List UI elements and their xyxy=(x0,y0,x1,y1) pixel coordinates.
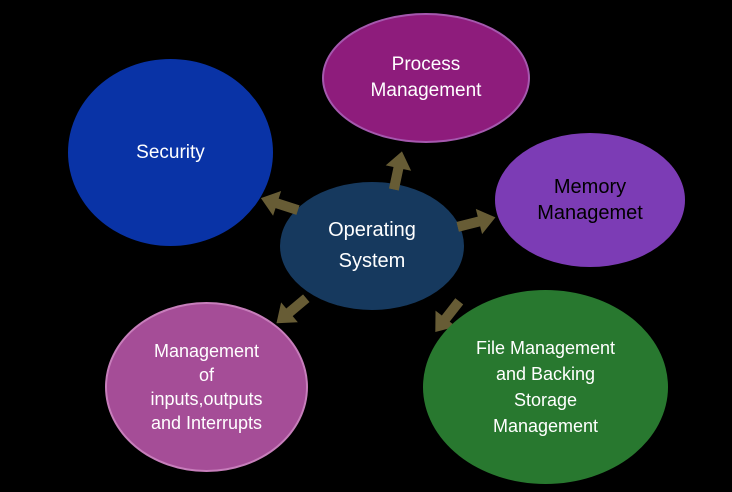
node-io-interrupt-management-label: Management of inputs,outputs and Interru… xyxy=(107,339,306,435)
label-line: Memory xyxy=(553,176,627,198)
label-line: Operating xyxy=(328,219,416,241)
arrow-lower-left-icon xyxy=(276,294,310,324)
node-memory-management: Memory Managemet xyxy=(495,133,685,267)
label-line: Security xyxy=(136,142,205,163)
arrow-right-icon xyxy=(456,208,496,235)
arrow-upper-left-icon xyxy=(260,191,300,216)
label-line: and Interrupts xyxy=(150,413,263,433)
label-line: and Backing xyxy=(495,364,596,384)
label-line: Storage xyxy=(513,390,578,410)
label-line: File Management xyxy=(475,338,616,358)
label-line: System xyxy=(338,250,406,272)
arrow-lower-right-icon xyxy=(435,298,464,332)
label-line: Management xyxy=(153,341,260,361)
node-file-storage-management-label: File Management and Backing Storage Mana… xyxy=(423,335,668,439)
label-line: Management xyxy=(492,416,599,436)
label-line: Process xyxy=(391,54,461,75)
label-line: inputs,outputs xyxy=(150,389,263,409)
node-security: Security xyxy=(68,59,273,246)
node-io-interrupt-management: Management of inputs,outputs and Interru… xyxy=(105,302,308,472)
node-operating-system-label: Operating System xyxy=(280,215,464,277)
node-process-management-label: Process Management xyxy=(324,52,528,104)
label-line: of xyxy=(198,365,214,385)
node-process-management: Process Management xyxy=(322,13,530,143)
arrow-up-icon xyxy=(385,151,412,191)
node-security-label: Security xyxy=(68,140,273,165)
node-operating-system: Operating System xyxy=(280,182,464,310)
node-memory-management-label: Memory Managemet xyxy=(495,174,685,226)
node-file-storage-management: File Management and Backing Storage Mana… xyxy=(423,290,668,484)
label-line: Managemet xyxy=(537,202,643,224)
label-line: Management xyxy=(370,80,482,101)
